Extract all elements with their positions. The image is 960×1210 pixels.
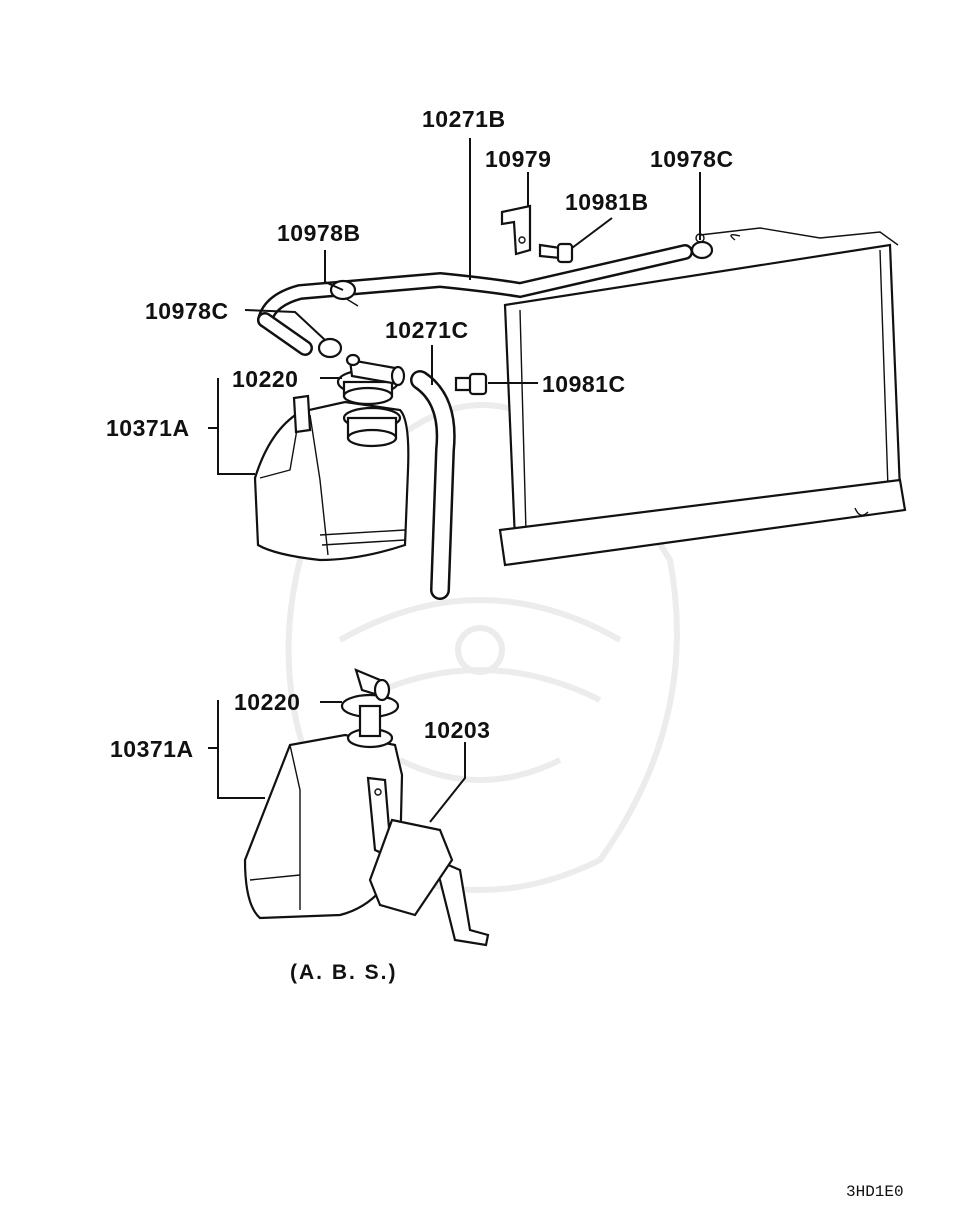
reserve-tank-lower — [243, 668, 404, 920]
label-hose-clamp-left-b: 10978B — [277, 220, 361, 246]
bolt-lower — [454, 372, 488, 396]
label-hose-clamp-right: 10978C — [650, 146, 734, 172]
diagram-code: 3HD1E0 — [846, 1183, 904, 1201]
leader-lines — [208, 138, 701, 823]
label-bolt-lower: 10981C — [542, 371, 626, 397]
overflow-hose-upper — [257, 244, 693, 356]
hose-clamp-left-b — [329, 279, 359, 307]
reserve-tank-upper — [253, 394, 410, 562]
tank-cap-upper — [336, 353, 406, 406]
label-hose-bracket: 10979 — [485, 146, 551, 172]
label-hose-clamp-left-c: 10978C — [145, 298, 229, 324]
label-tank-cap-lower: 10220 — [234, 689, 300, 715]
label-overflow-hose-upper: 10271B — [422, 106, 506, 132]
label-reserve-tank-lower: 10371A — [110, 736, 194, 762]
radiator — [498, 227, 907, 567]
label-overflow-hose-lower: 10271C — [385, 317, 469, 343]
abs-bracket — [366, 776, 490, 947]
bolt-upper — [538, 242, 574, 264]
overflow-hose-lower — [410, 370, 456, 600]
hose-bracket — [500, 204, 532, 256]
label-reserve-tank-upper: 10371A — [106, 415, 190, 441]
label-abs-bracket: 10203 — [424, 717, 490, 743]
hose-clamp-left-c — [317, 337, 343, 359]
hose-clamp-right — [690, 233, 714, 260]
abs-caption: (A. B. S.) — [290, 961, 398, 984]
label-bolt-upper: 10981B — [565, 189, 649, 215]
label-tank-cap-upper: 10220 — [232, 366, 298, 392]
